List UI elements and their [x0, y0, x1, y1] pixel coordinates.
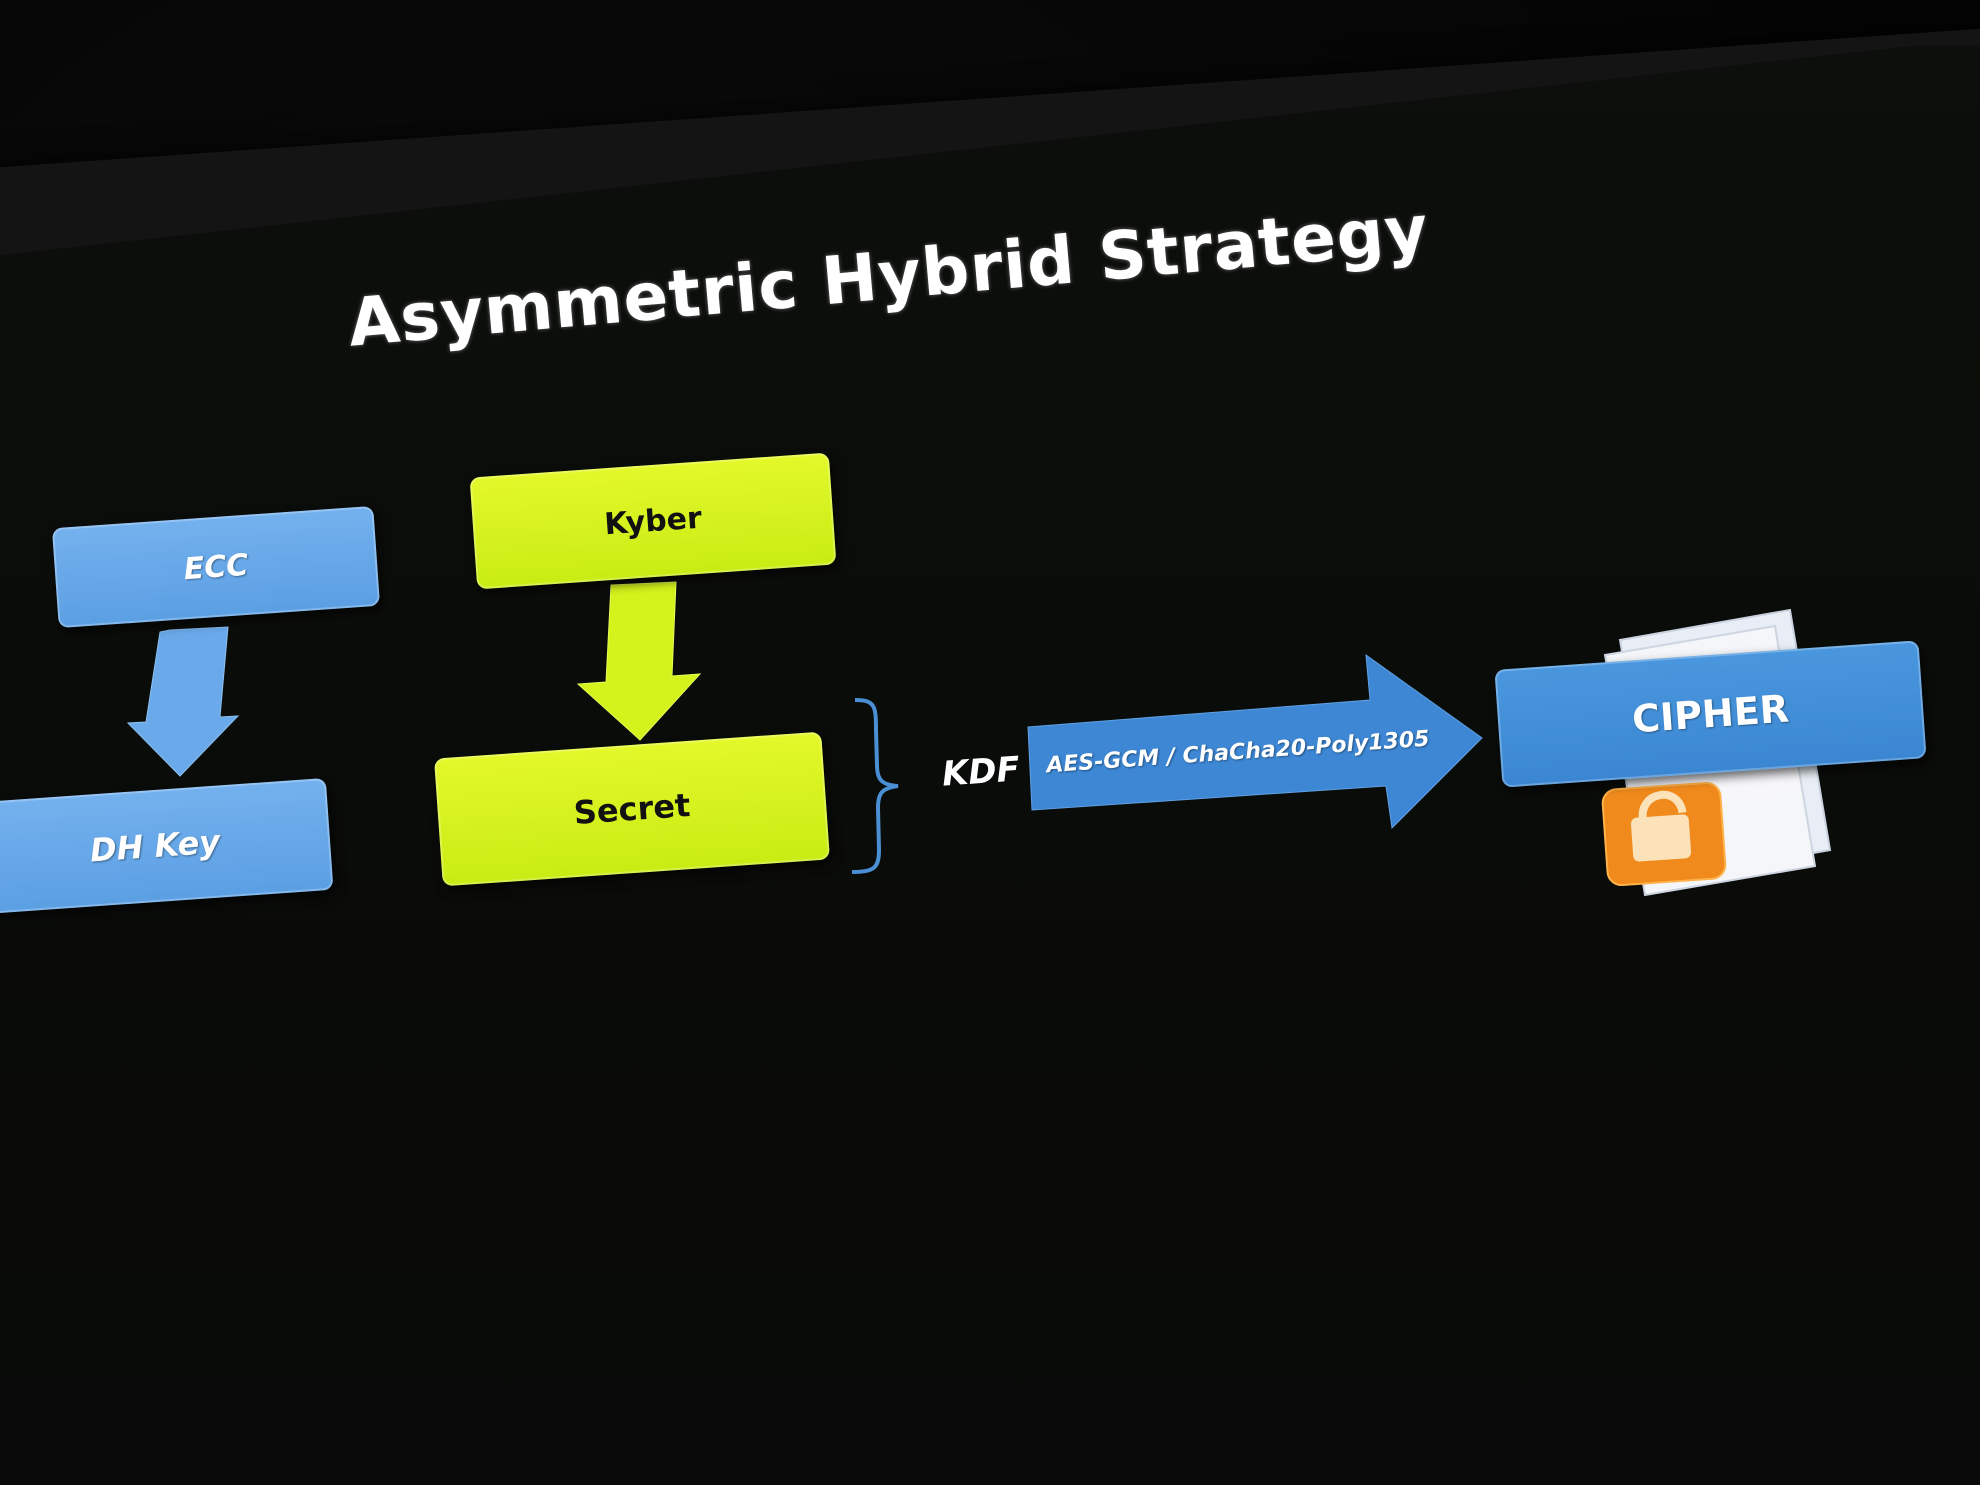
monitor-bottom-edge — [0, 1395, 1980, 1485]
node-secret-label: Secret — [572, 785, 692, 833]
node-ecc-label: ECC — [182, 547, 250, 587]
node-secret: Secret — [434, 731, 830, 887]
node-cipher-label: CIPHER — [1630, 686, 1791, 742]
kdf-brace — [851, 698, 899, 874]
ecc-to-dhkey-arrow — [126, 626, 240, 777]
kdf-to-cipher-arrow — [1027, 653, 1483, 830]
lock-icon — [1601, 781, 1727, 887]
kdf-label: KDF — [940, 749, 1022, 795]
kyber-to-secret-arrow — [576, 581, 702, 741]
node-kyber-label: Kyber — [603, 500, 703, 542]
node-dh-key-label: DH Key — [88, 822, 222, 870]
